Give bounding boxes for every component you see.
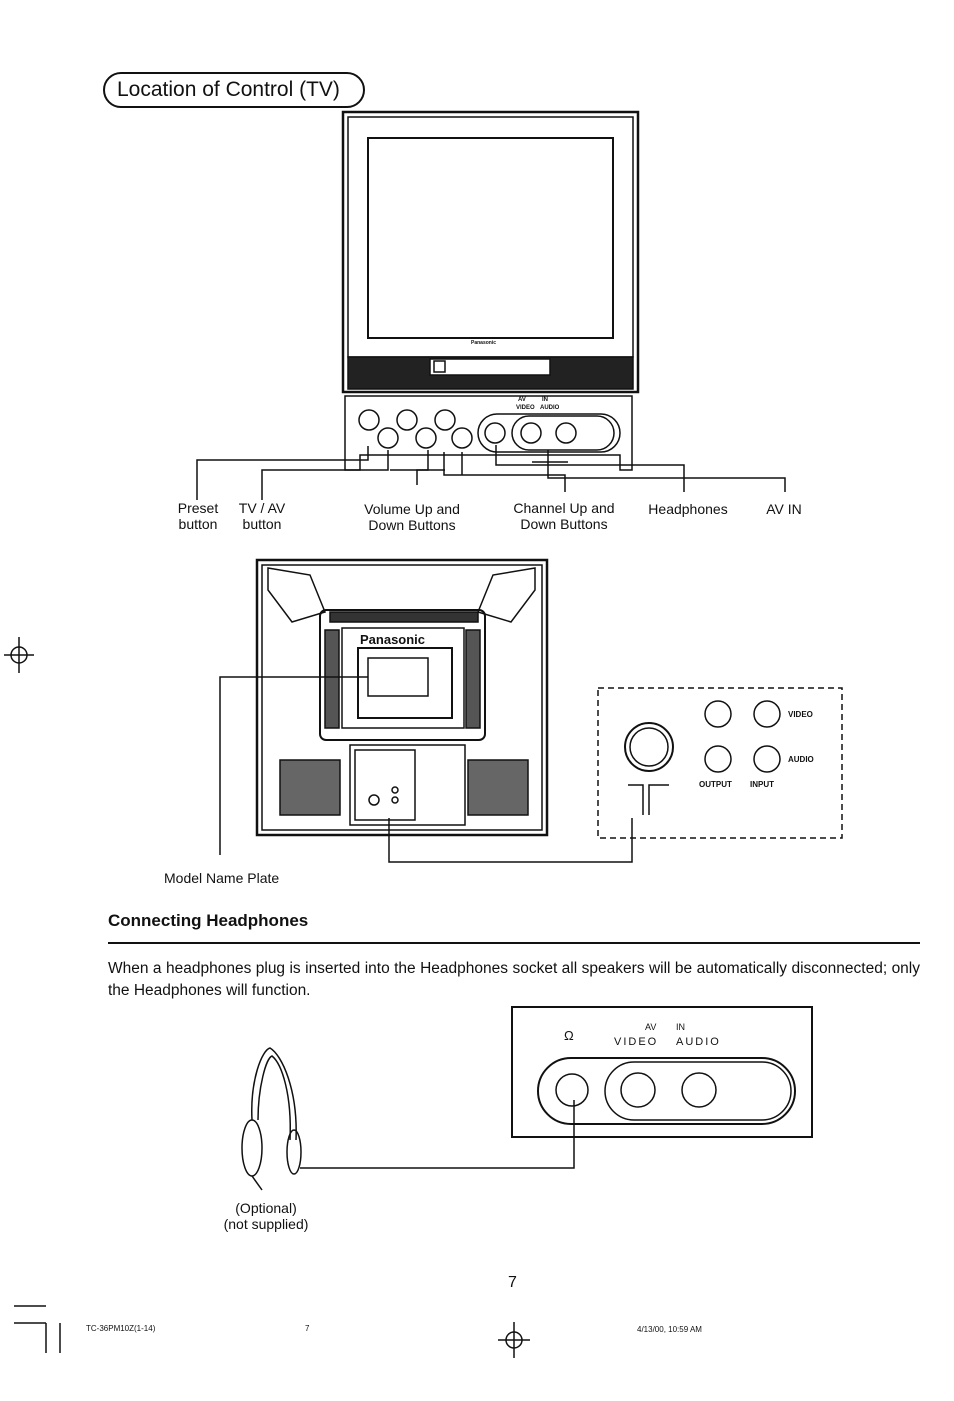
section-title: Location of Control (TV): [103, 72, 365, 108]
inset-audio-label: AUDIO: [788, 755, 814, 764]
callout-av-in: AV IN: [766, 501, 802, 517]
footer-doc-code: TC-36PM10Z(1-14): [86, 1324, 156, 1333]
hp-panel-audio-label: AUDIO: [676, 1036, 721, 1048]
callout-headphones: Headphones: [648, 501, 728, 517]
crop-marks: [14, 1305, 61, 1353]
headphones-illustration: [241, 1047, 302, 1191]
hp-panel-video-label: VIDEO: [614, 1036, 659, 1048]
tv-rear-illustration: [219, 558, 633, 863]
headphone-symbol-icon: Ω: [564, 1028, 574, 1043]
inset-output-label: OUTPUT: [699, 780, 732, 789]
footer-timestamp: 4/13/00, 10:59 AM: [637, 1325, 702, 1334]
footer-page: 7: [305, 1324, 310, 1333]
model-name-plate-label: Model Name Plate: [164, 870, 280, 886]
registration-mark-left: [4, 637, 34, 673]
connecting-headphones-text: When a headphones plug is inserted into …: [108, 960, 920, 999]
registration-mark-bottom: [498, 1322, 530, 1358]
panel-audio-label: AUDIO: [540, 405, 560, 411]
connecting-headphones-heading: Connecting Headphones: [108, 911, 309, 930]
tv-brand-label: Panasonic: [471, 340, 497, 346]
rear-brand-label: Panasonic: [360, 632, 426, 647]
av-jack-inset: [597, 687, 843, 839]
hp-panel-av-label: AV: [645, 1022, 657, 1032]
tv-front-illustration: [196, 110, 786, 500]
page-number: 7: [508, 1274, 517, 1291]
headphone-panel-illustration: [300, 1006, 813, 1169]
panel-video-label: VIDEO: [516, 405, 535, 411]
inset-input-label: INPUT: [750, 780, 774, 789]
hp-panel-in-label: IN: [676, 1022, 685, 1032]
inset-video-label: VIDEO: [788, 710, 813, 719]
panel-in-label: IN: [542, 397, 548, 403]
headphones-caption: (Optional)(not supplied): [223, 1200, 309, 1232]
panel-av-label: AV: [518, 397, 526, 403]
